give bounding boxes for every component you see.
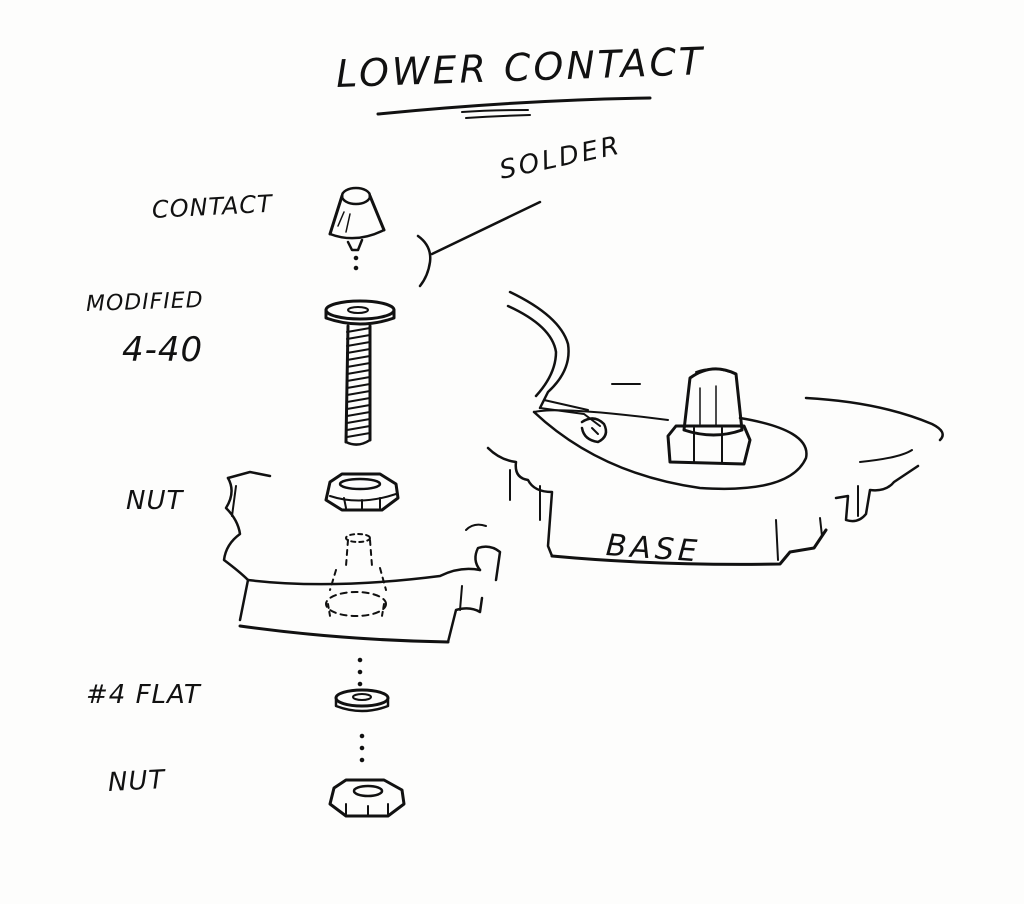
lower-nut-part	[328, 778, 406, 818]
alignment-dots-upper	[353, 255, 359, 271]
title-underline	[376, 96, 652, 119]
modified-label: MODIFIED	[85, 287, 205, 317]
assembled-view	[486, 290, 944, 566]
base-label: BASE	[604, 528, 703, 570]
alignment-dots-lower	[357, 657, 365, 763]
upper-nut-label: NUT	[126, 486, 184, 516]
upper-nut-part	[324, 472, 400, 512]
flat-washer-part	[334, 688, 390, 713]
flat-washer-label: #4 FLAT	[86, 680, 201, 710]
panel-section	[222, 470, 502, 644]
screw-size-label: 4-40	[122, 330, 204, 370]
solder-leader-line	[416, 200, 542, 288]
lower-nut-label: NUT	[107, 765, 167, 798]
contact-part	[328, 186, 386, 252]
modified-screw-part	[324, 299, 396, 446]
